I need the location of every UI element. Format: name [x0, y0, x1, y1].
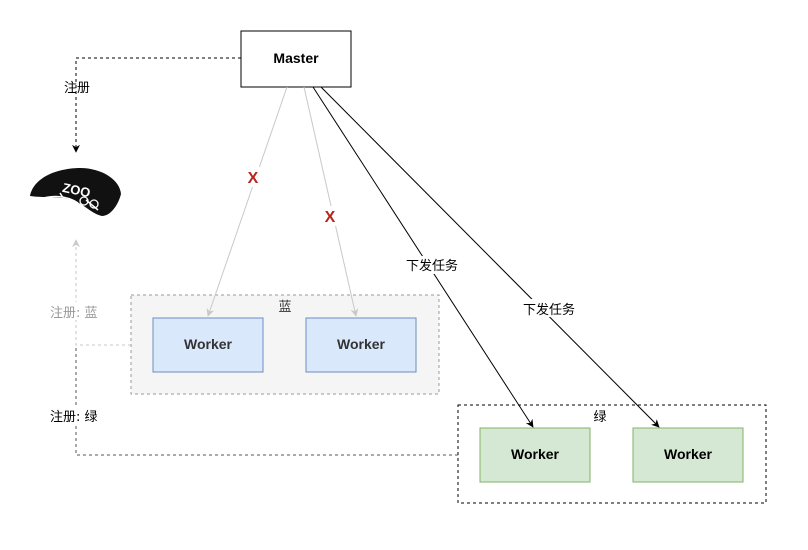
green-register-edge: 注册: 绿 [48, 345, 458, 456]
blue-worker-2[interactable]: Worker [305, 317, 417, 373]
blue-worker-1-label: Worker [184, 336, 233, 352]
zookeeper-logo-icon: ZOO [30, 168, 121, 216]
master-node[interactable]: Master [240, 30, 352, 88]
blocked-edge-1: X [206, 86, 288, 317]
blocked-mark-1: X [248, 170, 259, 187]
blue-worker-1[interactable]: Worker [152, 317, 264, 373]
master-register-label: 注册 [64, 81, 90, 96]
dispatch-edge-1: 下发任务 [312, 86, 534, 428]
blocked-mark-2: X [325, 209, 336, 226]
blocked-edge-2: X [303, 86, 359, 317]
blue-group-label: 蓝 [278, 300, 291, 315]
green-worker-2[interactable]: Worker [632, 427, 744, 483]
green-register-label: 注册: 绿 [50, 410, 98, 425]
dispatch-label-2: 下发任务 [523, 302, 575, 318]
zookeeper-logo-text: ZOO [61, 180, 92, 201]
green-worker-1[interactable]: Worker [479, 427, 591, 483]
green-worker-2-label: Worker [664, 446, 713, 462]
green-worker-1-label: Worker [511, 446, 560, 462]
master-register-edge: 注册 [64, 57, 241, 153]
dispatch-label-1: 下发任务 [406, 258, 458, 274]
blue-register-edge: 注册: 蓝 [48, 239, 131, 346]
blue-worker-2-label: Worker [337, 336, 386, 352]
blue-register-label: 注册: 蓝 [50, 306, 98, 321]
dispatch-edge-2: 下发任务 [320, 86, 660, 428]
green-group-label: 绿 [593, 410, 606, 425]
master-label: Master [273, 50, 319, 66]
